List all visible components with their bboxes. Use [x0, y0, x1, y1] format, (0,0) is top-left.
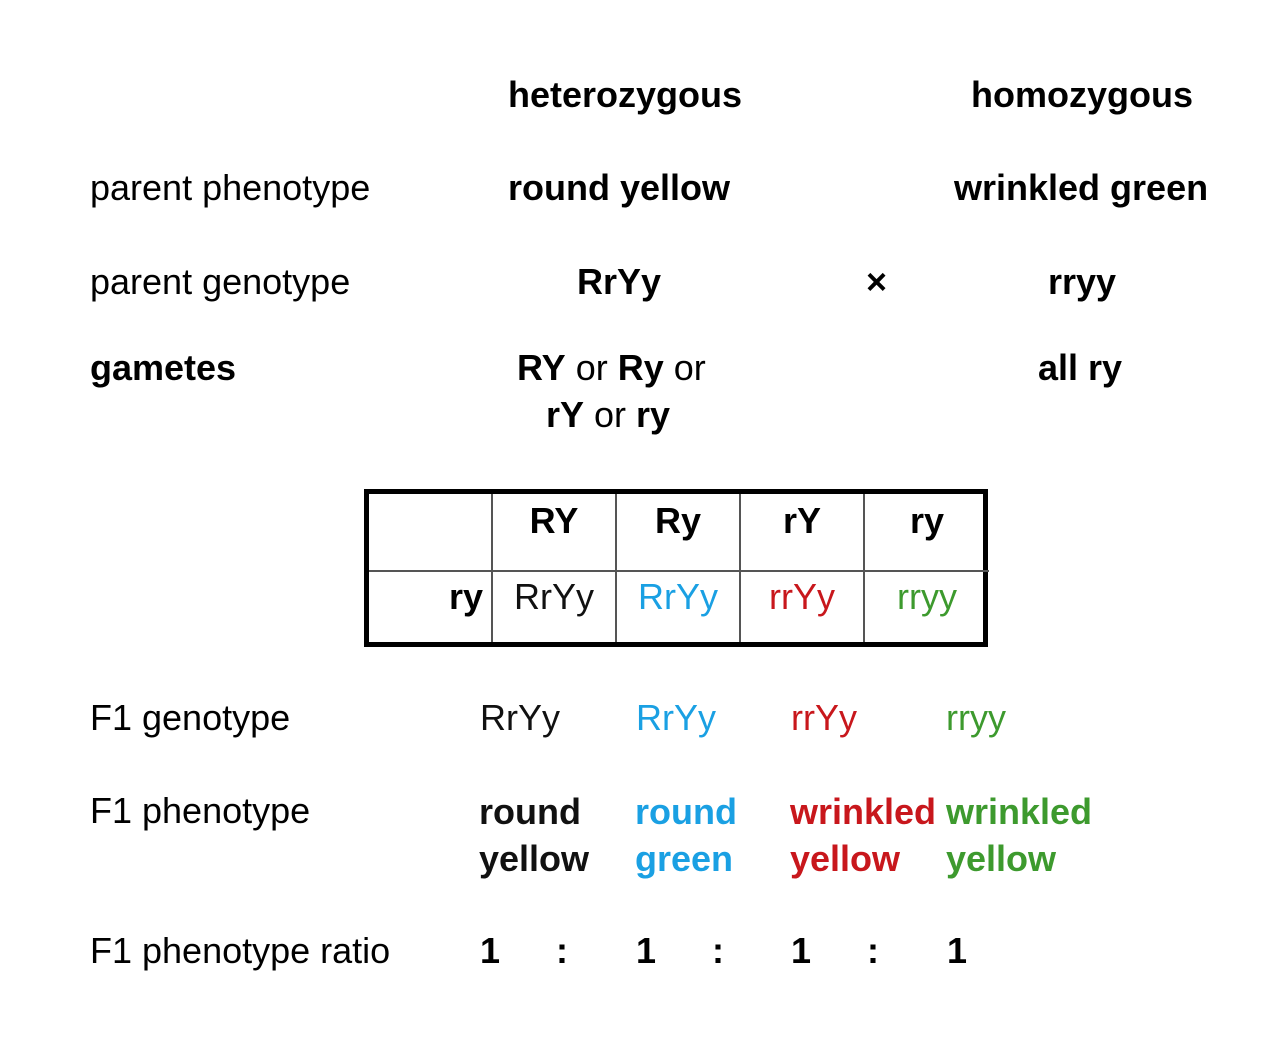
ratio-separator: :	[556, 930, 568, 971]
ratio-separator: :	[867, 930, 879, 971]
f1-phenotype-3-line1: wrinkled	[790, 791, 937, 832]
col-header-Ry: Ry	[654, 500, 702, 541]
f1-genotype-4: rryy	[946, 697, 1006, 738]
parent-genotype-label: parent genotype	[90, 261, 351, 302]
punnett-cell: rryy	[865, 572, 989, 642]
punnett-row-header: ry	[369, 572, 493, 642]
f1-phenotype-3-line2: yellow	[790, 838, 901, 879]
gamete-ry: ry	[636, 394, 671, 435]
ratio-value-2: 1	[636, 930, 657, 971]
punnett-col-header: RY	[493, 494, 617, 572]
punnett-cell: RrYy	[617, 572, 741, 642]
f1-phenotype-2-line2: green	[635, 838, 734, 879]
f1-phenotype-4-line1: wrinkled	[946, 791, 1093, 832]
gamete-or: or	[663, 347, 706, 388]
ratio-value-4: 1	[947, 930, 968, 971]
punnett-cell-text: rryy	[897, 576, 957, 617]
punnett-square: RY Ry rY ry ry RrYy RrYy rrYy rryy	[364, 489, 989, 647]
f1-phenotype-1-line1: round	[479, 791, 581, 832]
punnett-cell-text: RrYy	[514, 576, 594, 617]
gamete-or: or	[584, 394, 637, 435]
punnett-corner	[369, 494, 493, 572]
punnett-col-header: ry	[865, 494, 989, 572]
ratio-value-1: 1	[480, 930, 501, 971]
col-header-rY: rY	[782, 500, 822, 541]
row-header-ry: ry	[448, 576, 483, 617]
col-header-ry: ry	[909, 500, 945, 541]
f1-ratio-label: F1 phenotype ratio	[90, 930, 391, 971]
parent2-phenotype: wrinkled green	[954, 167, 1209, 208]
f1-genotype-2: RrYy	[636, 697, 716, 738]
parent-phenotype-label: parent phenotype	[90, 167, 371, 208]
parent1-gametes-line1: RY or Ry or	[517, 347, 706, 389]
f1-phenotype-label: F1 phenotype	[90, 790, 311, 831]
cross-symbol: ×	[866, 261, 888, 302]
ratio-separator: :	[712, 930, 724, 971]
parent1-phenotype: round yellow	[508, 167, 731, 208]
f1-genotype-label: F1 genotype	[90, 697, 291, 738]
homozygous-header: homozygous	[971, 74, 1193, 115]
parent1-genotype: RrYy	[577, 261, 662, 302]
punnett-col-header: rY	[741, 494, 865, 572]
punnett-cell-text: rrYy	[769, 576, 835, 617]
parent2-gametes: all ry	[1038, 347, 1123, 388]
punnett-cell: RrYy	[493, 572, 617, 642]
f1-genotype-3: rrYy	[791, 697, 857, 738]
gamete-rY: rY	[546, 394, 585, 435]
gamete-or: or	[565, 347, 618, 388]
f1-phenotype-1-line2: yellow	[479, 838, 590, 879]
punnett-cell-text: RrYy	[638, 576, 718, 617]
parent2-genotype: rryy	[1048, 261, 1117, 302]
f1-phenotype-2-line1: round	[635, 791, 737, 832]
f1-genotype-1: RrYy	[480, 697, 560, 738]
gametes-label: gametes	[90, 347, 237, 388]
parent1-gametes-line2: rY or ry	[546, 394, 670, 436]
col-header-RY: RY	[529, 500, 579, 541]
punnett-col-header: Ry	[617, 494, 741, 572]
ratio-value-3: 1	[791, 930, 812, 971]
heterozygous-header: heterozygous	[508, 74, 743, 115]
f1-phenotype-4-line2: yellow	[946, 838, 1057, 879]
gamete-Ry: Ry	[617, 347, 664, 388]
punnett-cell: rrYy	[741, 572, 865, 642]
gamete-RY: RY	[517, 347, 566, 388]
